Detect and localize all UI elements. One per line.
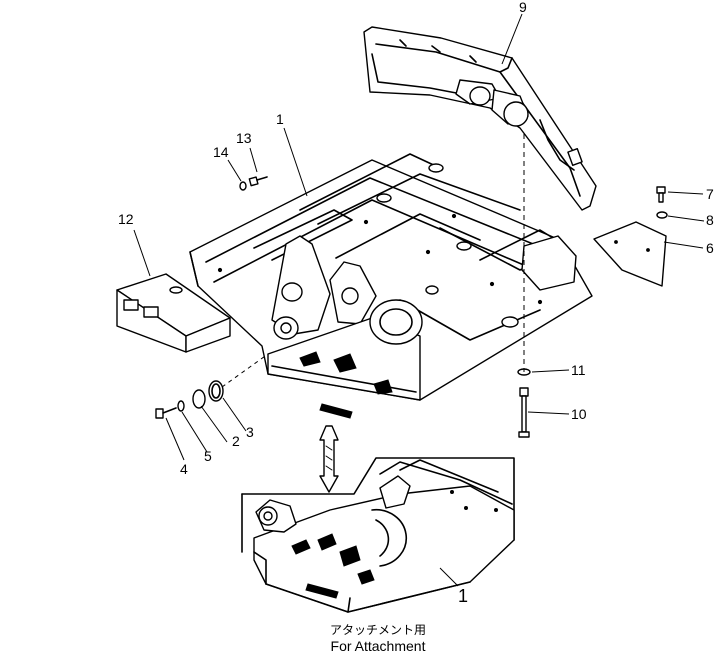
part-8-washer bbox=[656, 211, 668, 219]
callout-4: 4 bbox=[180, 461, 188, 477]
callout-12: 12 bbox=[118, 211, 134, 227]
callout-8: 8 bbox=[706, 212, 714, 228]
inset-arrow bbox=[319, 425, 339, 493]
callout-14: 14 bbox=[213, 144, 229, 160]
callout-10: 10 bbox=[571, 406, 587, 422]
part-5-washer bbox=[177, 400, 185, 412]
inset-callout-1: 1 bbox=[458, 586, 468, 606]
part-9-guard-frame bbox=[363, 26, 597, 211]
part-1-main-frame bbox=[189, 153, 593, 419]
leader-lines bbox=[133, 13, 705, 587]
part-14-washer bbox=[239, 181, 247, 191]
callout-1: 1 bbox=[276, 111, 284, 127]
caption-english: For Attachment bbox=[331, 638, 426, 654]
callout-2: 2 bbox=[232, 433, 240, 449]
part-13-bolt bbox=[248, 176, 268, 187]
part-10-pin bbox=[518, 134, 530, 438]
callout-11: 11 bbox=[571, 362, 586, 378]
callout-3: 3 bbox=[246, 424, 254, 440]
part-4-bolt bbox=[155, 407, 177, 419]
inset-attachment-view bbox=[241, 457, 515, 613]
callout-13: 13 bbox=[236, 130, 252, 146]
part-12-block bbox=[116, 273, 231, 353]
callout-7: 7 bbox=[706, 186, 714, 202]
callout-labels: 1 2 3 4 5 6 7 8 9 10 11 12 13 14 1 bbox=[118, 0, 714, 606]
caption-japanese: アタッチメント用 bbox=[330, 623, 426, 637]
part-2-ring bbox=[192, 389, 206, 409]
part-6-cover-plate bbox=[593, 221, 667, 287]
callout-6: 6 bbox=[706, 240, 714, 256]
part-7-bolt bbox=[656, 186, 666, 203]
callout-5: 5 bbox=[204, 448, 212, 464]
part-3-ring bbox=[208, 380, 224, 402]
callout-9: 9 bbox=[519, 0, 527, 15]
